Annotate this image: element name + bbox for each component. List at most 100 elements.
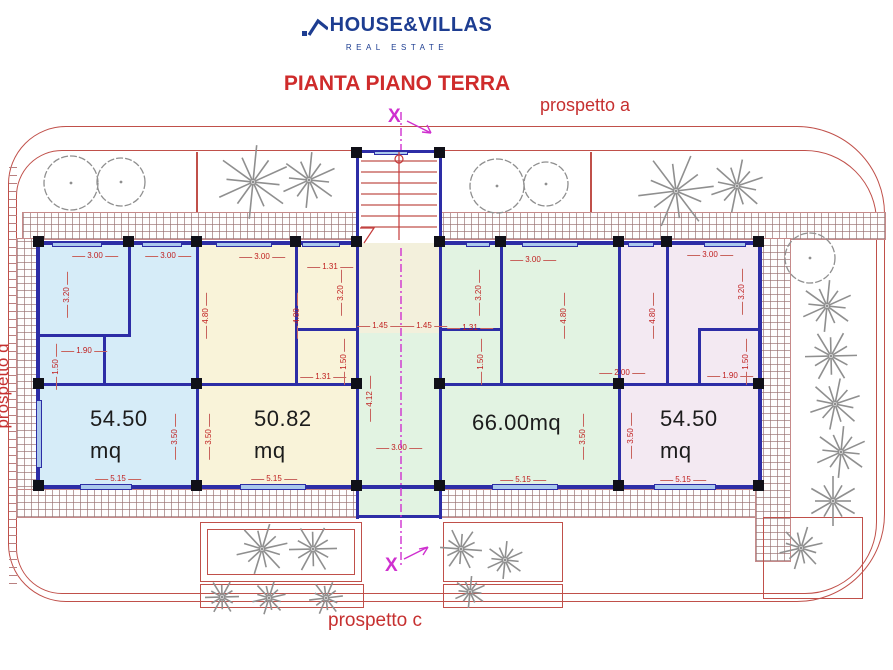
column [191,236,202,247]
page-title: PIANTA PIANO TERRA [283,72,511,95]
window [628,242,654,247]
dimension-label: 5.15 [249,475,299,483]
window [492,484,558,490]
window [302,242,340,247]
column [753,480,764,491]
dimension-label: 1.45 [399,322,449,330]
column [191,378,202,389]
section-marker-x: X [388,106,401,127]
tree-icon [43,155,99,211]
wall [500,241,503,386]
tree-icon [204,581,240,613]
column [661,236,672,247]
area-unit: mq [90,437,122,463]
wall [698,331,701,386]
column [351,147,362,158]
elevation-label-d: prospetto d [0,343,12,429]
column [753,236,764,247]
tree-icon [455,576,485,608]
window [466,242,490,247]
window [80,484,132,490]
area-value: 50.82 [254,406,312,431]
tree-icon [779,526,823,570]
tree-icon [784,232,836,284]
garden-box [443,522,563,582]
wall [666,241,669,386]
dimension-label: 1.90 [59,347,109,355]
window [36,400,42,468]
column [613,480,624,491]
apartment-area-label: 54.50 mq [660,403,718,467]
wall [128,241,131,337]
column [495,236,506,247]
column [434,378,445,389]
column [351,236,362,247]
terrace-hatch-south-right [440,489,762,518]
area-value: 66.00 [472,410,530,435]
apartment-3-fill [441,243,620,487]
boundary-fence-hatch [9,160,17,584]
column [123,236,134,247]
wall [196,241,199,489]
area-unit: mq [529,410,562,435]
column [351,480,362,491]
wall [36,241,40,489]
dimension-label: 3.00 [237,253,287,261]
column [434,236,445,247]
tree-icon [810,476,856,526]
logo-roof-icon [301,18,328,36]
elevation-label-a: prospetto a [540,95,631,115]
tree-icon [816,426,866,478]
dimension-label: 5.15 [658,476,708,484]
area-unit: mq [254,437,286,463]
column [613,236,624,247]
dimension-label: 1.31 [305,263,355,271]
column [351,378,362,389]
tree-icon [487,541,523,579]
apartment-4-fill [621,243,760,487]
section-marker-x: X [385,555,398,576]
site-boundary-outer [8,126,885,602]
tree-icon [638,155,714,227]
logo-subtitle: REAL ESTATE [345,43,449,52]
dimension-label: 3.00 [70,252,120,260]
column [33,378,44,389]
apartment-area-label: 50.82 mq [254,403,312,467]
apartment-area-label: 54.50 mq [90,403,148,467]
dimension-label: 1.31 [445,324,495,332]
dimension-label: 2.00 [597,369,647,377]
wall [618,383,762,386]
elevation-label-c: prospetto c [328,610,422,631]
wall [295,328,359,331]
wall [356,150,359,244]
tree-icon [802,280,852,332]
wall [356,515,442,518]
wall [439,150,442,244]
logo-name: HOUSE&VILLAS [329,14,493,36]
column [434,147,445,158]
tree-icon [218,145,288,219]
wall [36,485,762,489]
garden-box [200,522,362,582]
terrace-hatch-north [22,212,886,240]
apartment-area-label: 66.00mq [472,407,561,439]
garden-divider [196,152,198,212]
area-value: 54.50 [90,406,148,431]
window [216,242,272,247]
logo-wordmark: HOUSE&VILLAS [301,14,493,37]
dimension-label: 3.00 [685,251,735,259]
garden-box [207,529,355,575]
tree-icon [236,523,288,575]
column [613,378,624,389]
dimension-label: 5.15 [498,476,548,484]
tree-icon [96,157,146,207]
section-line [400,112,432,565]
column [290,236,301,247]
wall [618,241,621,489]
column [434,480,445,491]
wall [758,241,762,489]
dimension-label: 1.45 [355,322,405,330]
window [704,242,746,247]
